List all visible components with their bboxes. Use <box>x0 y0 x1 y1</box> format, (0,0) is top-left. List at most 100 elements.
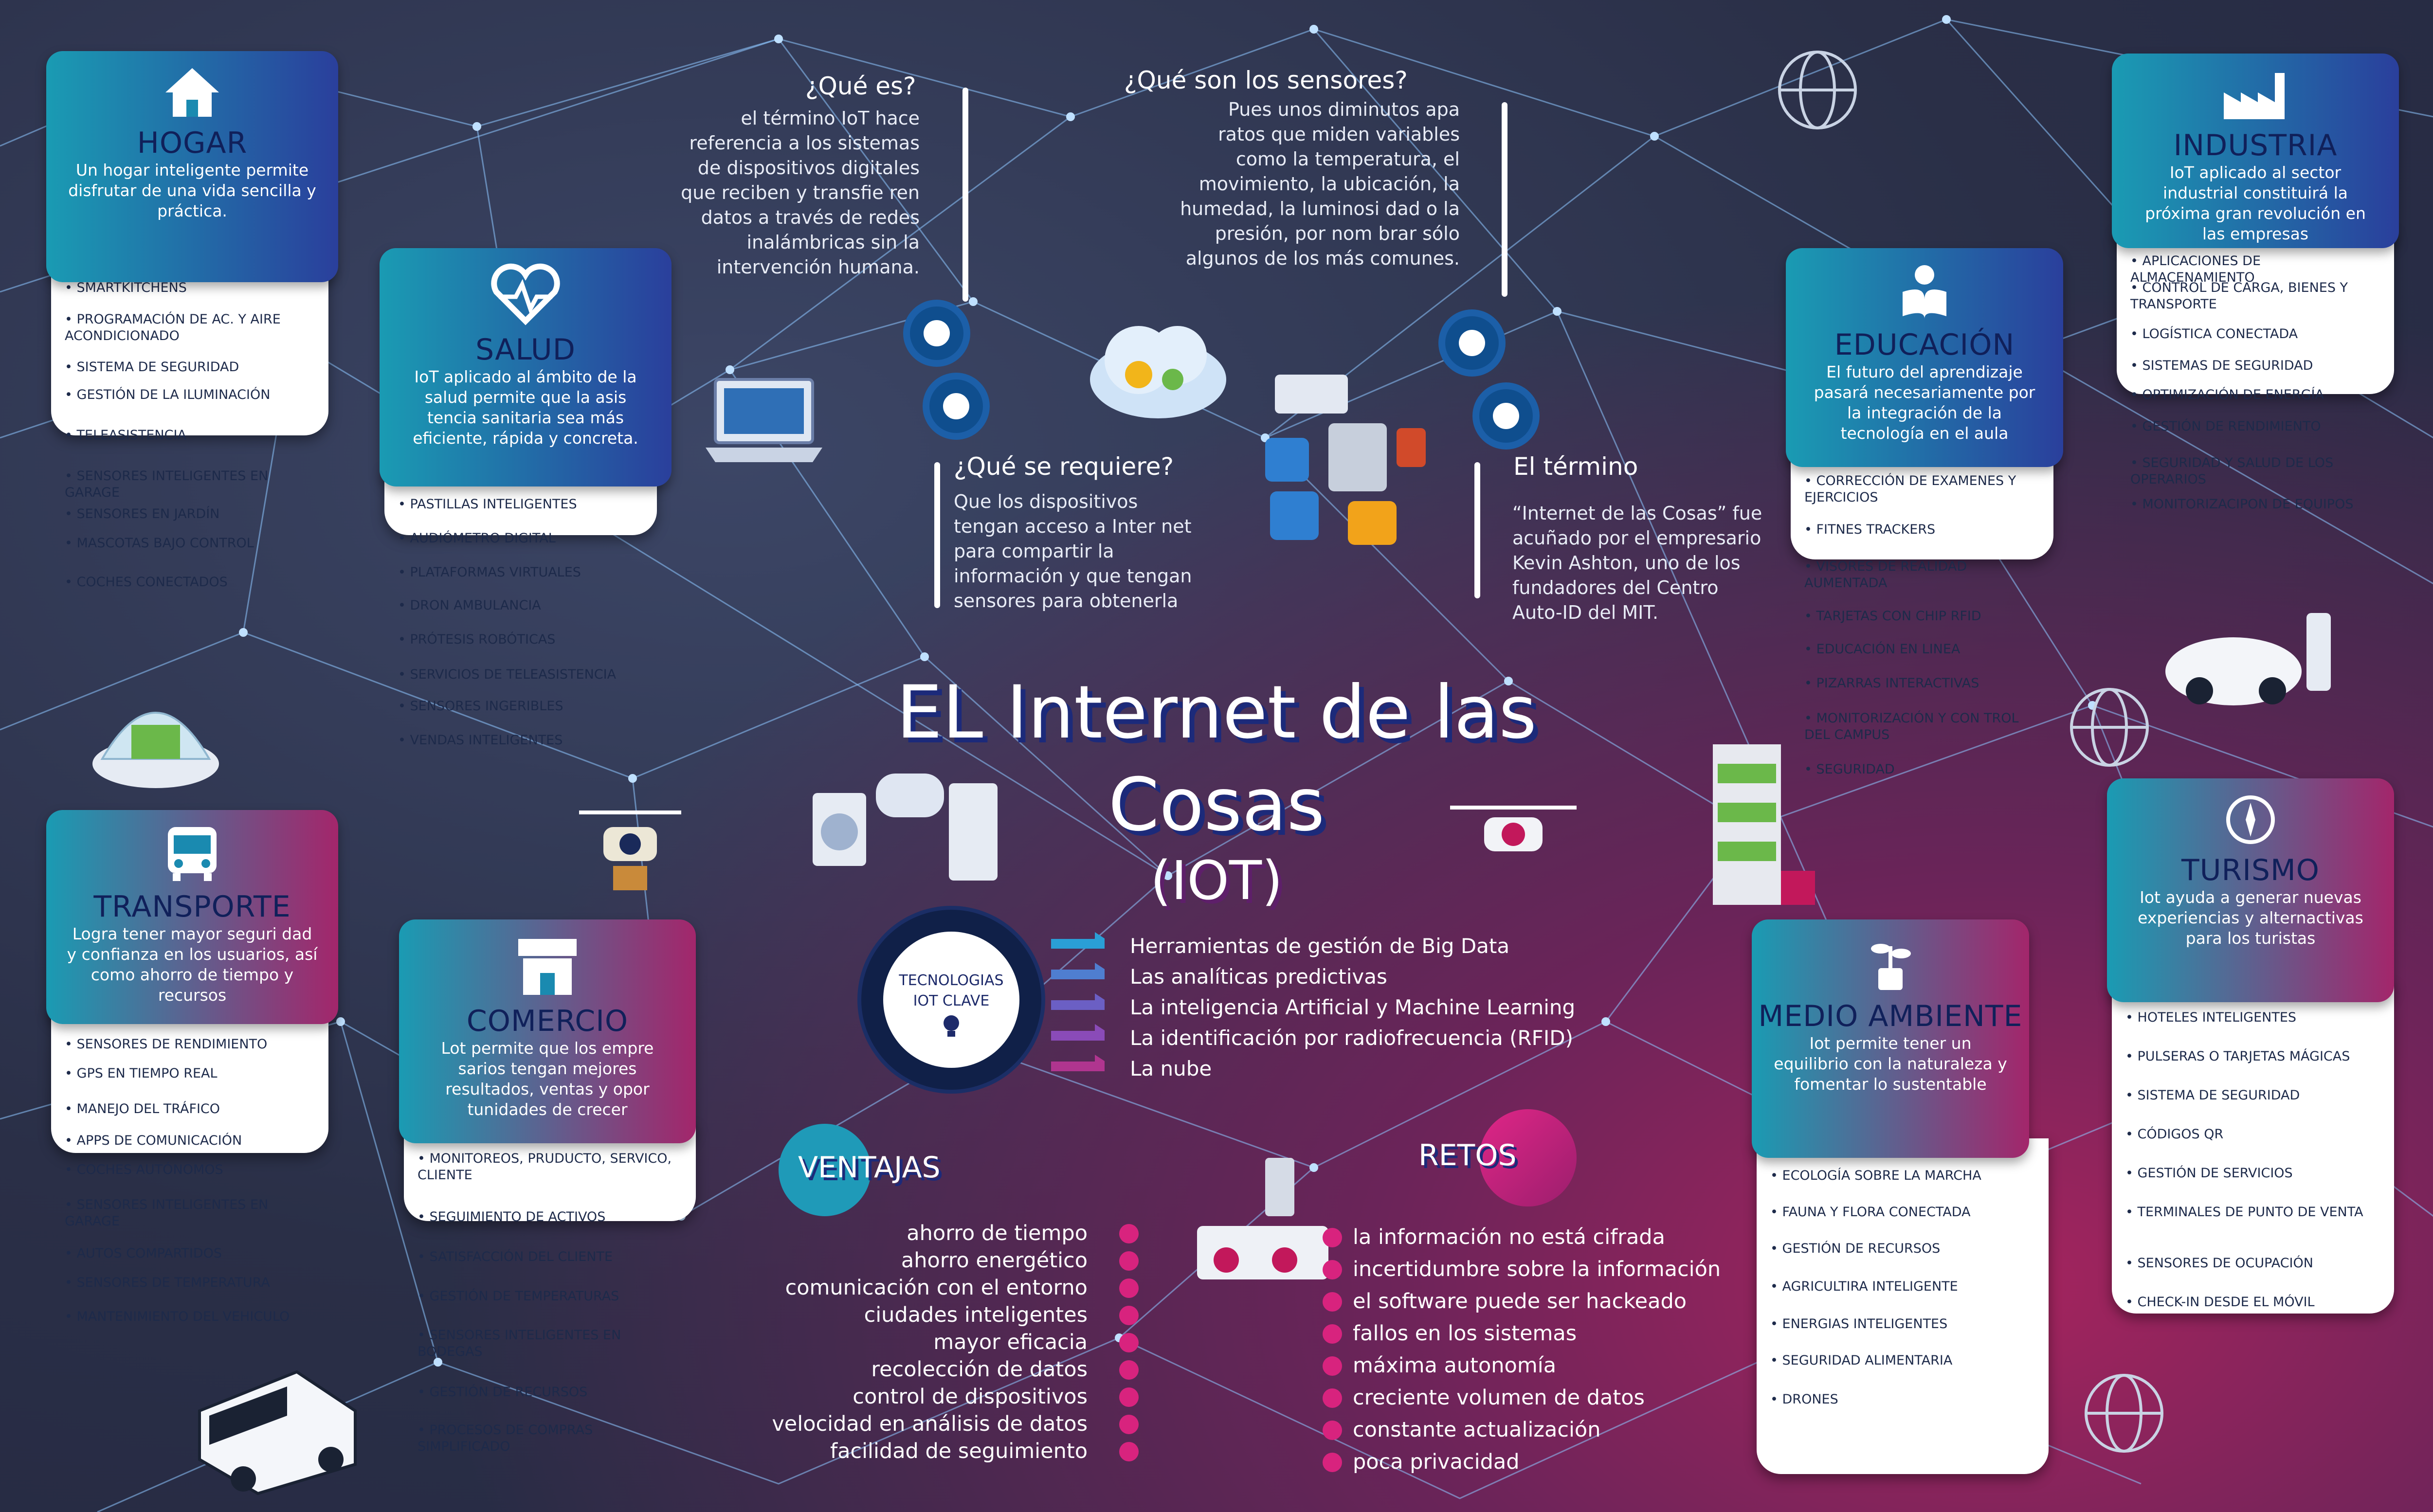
list-item: SENSORES INGERIBLES <box>398 698 637 715</box>
que-es-divider <box>962 88 968 302</box>
laptop-icon <box>706 378 822 462</box>
reto-item: el software puede ser hackeado <box>1353 1289 1687 1314</box>
list-item: PIZARRAS INTERACTIVAS <box>1804 675 2034 692</box>
ventajas-bubble <box>779 1124 871 1216</box>
card-description: IoT aplicado al sector industrial consti… <box>2145 163 2366 243</box>
list-item: MONITORIZACIÓN Y CON TROL DEL CAMPUS <box>1804 710 2034 743</box>
ventaja-item: recolección de datos <box>871 1357 1088 1382</box>
list-item: COCHES CONECTADOS <box>65 574 309 591</box>
ventaja-item: ahorro de tiempo <box>907 1221 1088 1245</box>
list-item: PULSERAS O TARJETAS MÁGICAS <box>2125 1048 2375 1065</box>
bullet-icon <box>1119 1415 1139 1434</box>
list-item: PASTILLAS INTELIGENTES <box>398 496 637 513</box>
list-item: APPS DE COMUNICACIÓN <box>65 1133 309 1149</box>
list-item: TARJETAS CON CHIP RFID <box>1804 608 2034 625</box>
list-item: MASCOTAS BAJO CONTROL <box>65 535 309 552</box>
map-pin-icon <box>910 306 963 360</box>
reader-icon <box>1898 263 1951 323</box>
card-list-panel: APLICACIONES DE ALMACENAMIENTOCONTROL DE… <box>2117 229 2394 512</box>
list-item: SENSORES DE OCUPACIÓN <box>2125 1255 2375 1272</box>
ventaja-item: velocidad en análisis de datos <box>772 1412 1088 1436</box>
map-pin-icon <box>929 379 983 433</box>
list-item: MANTENIMIENTO DEL VEHICULO <box>65 1309 309 1325</box>
card-title: INDUSTRIA <box>2173 128 2338 162</box>
reto-item: fallos en los sistemas <box>1353 1321 1577 1346</box>
list-item: FITNES TRACKERS <box>1804 522 2034 538</box>
list-item: SATISFACCIÓN DEL CLIENTE <box>418 1249 676 1265</box>
tech-item: Herramientas de gestión de Big Data <box>1130 934 1510 958</box>
reto-item: incertidumbre sobre la información <box>1353 1257 1721 1281</box>
plant-icon <box>1861 934 1920 994</box>
list-item: SEGURIDAD ALIMENTARIA <box>1770 1352 2029 1369</box>
reto-item: máxima autonomía <box>1353 1353 1557 1378</box>
list-item: DRONES <box>1770 1391 2029 1408</box>
map-pin-icon <box>1445 316 1499 370</box>
main-title-line1: EL Internet de las <box>896 670 1537 755</box>
card-list-panel: HOTELES INTELIGENTESPULSERAS O TARJETAS … <box>2112 983 2394 1314</box>
card-title: MEDIO AMBIENTE <box>1758 999 2023 1033</box>
tech-item: Las analíticas predictivas <box>1130 965 1387 989</box>
arrow-icon <box>1051 1055 1105 1071</box>
tech-item: La inteligencia Artificial y Machine Lea… <box>1130 995 1576 1019</box>
list-item: SISTEMAS DE SEGURIDAD <box>2130 358 2375 374</box>
list-item: CÓDIGOS QR <box>2125 1126 2375 1143</box>
electric-car-icon <box>2165 613 2331 705</box>
bullet-icon <box>1119 1224 1139 1243</box>
main-title-line3: (IOT) <box>1150 849 1283 912</box>
ventaja-item: mayor eficacia <box>933 1330 1088 1354</box>
ventajas-heading: VENTAJAS <box>798 1151 941 1185</box>
globe-icon <box>2070 688 2149 767</box>
list-item: CHECK-IN DESDE EL MÓVIL <box>2125 1294 2375 1311</box>
list-item: LOGÍSTICA CONECTADA <box>2130 326 2375 342</box>
arrow-icon <box>1051 993 1105 1010</box>
drone-icon <box>579 810 681 890</box>
termino-text: “Internet de las Cosas” fue acuñado por … <box>1512 503 1762 623</box>
reto-item: la información no está cifrada <box>1353 1225 1665 1249</box>
drone-icon <box>1450 806 1577 851</box>
list-item: PROCESOS DE COMPRAS SIMPLIFICADO <box>418 1422 676 1455</box>
list-item: SENSORES INTELIGENTES EN GARAGE <box>65 1197 309 1230</box>
bullet-icon <box>1323 1260 1342 1279</box>
list-item: MANEJO DEL TRÁFICO <box>65 1101 309 1117</box>
card-description: Iot permite tener un equilibrio con la n… <box>1774 1034 2007 1094</box>
card-title: EDUCACIÓN <box>1834 328 2015 362</box>
card-list-panel: CORRECCIÓN DE EXAMENES Y EJERCICIOSFITNE… <box>1791 448 2053 777</box>
bikes-icon <box>1197 1158 1328 1279</box>
list-item: GESTIÓN DE LA ILUMINACIÓN <box>65 387 309 403</box>
list-item: SMARTKITCHENS <box>65 280 309 296</box>
que-es-heading: ¿Qué es? <box>805 72 916 100</box>
card-description: El futuro del aprendizaje pasará necesar… <box>1814 362 2035 443</box>
list-item: DRON AMBULANCIA <box>398 597 637 614</box>
bullet-icon <box>1323 1388 1342 1408</box>
sensores-text: Pues unos diminutos apa ratos que miden … <box>1180 99 1460 269</box>
ventaja-item: control de dispositivos <box>853 1385 1088 1409</box>
ventaja-item: ahorro energético <box>901 1248 1088 1273</box>
card-description: Iot ayuda a generar nuevas experiencias … <box>2138 888 2363 948</box>
list-item: AUTOS COMPARTIDOS <box>65 1245 309 1262</box>
dome-house-icon <box>92 712 219 788</box>
list-item: SERVICIOS DE TELEASISTENCIA <box>398 666 637 683</box>
card-title: SALUD <box>475 333 576 367</box>
list-item: FAUNA Y FLORA CONECTADA <box>1770 1204 2029 1221</box>
main-title: EL Internet de las Cosas (IOT) <box>856 666 1577 910</box>
list-item: VENDAS INTELIGENTES <box>398 732 637 749</box>
termino-divider <box>1474 462 1480 598</box>
card-description: Logra tener mayor seguri dad y confianza… <box>67 924 318 1005</box>
requiere-divider <box>934 462 940 608</box>
factory-icon <box>2221 68 2289 124</box>
list-item: SENSORES INTELIGENTES EN BODEGAS <box>418 1327 676 1360</box>
list-item: SENSORES INTELIGENTES EN GARAGE <box>65 468 309 501</box>
list-item: SENSORES DE TEMPERATURA <box>65 1275 309 1291</box>
ventaja-item: facilidad de seguimiento <box>830 1439 1088 1463</box>
lightbulb-icon <box>944 1015 959 1037</box>
card-description: IoT aplicado al ámbito de la salud permi… <box>413 367 638 448</box>
list-item: SISTEMA DE SEGURIDAD <box>65 359 309 376</box>
list-item: TELEASISTENCIA <box>65 427 309 444</box>
list-item: SEGURIDAD Y SALUD DE LOS OPERARIOS <box>2130 455 2375 488</box>
card-title: COMERCIO <box>466 1004 629 1038</box>
retos-heading: RETOS <box>1418 1138 1517 1172</box>
compass-icon <box>2224 793 2277 848</box>
